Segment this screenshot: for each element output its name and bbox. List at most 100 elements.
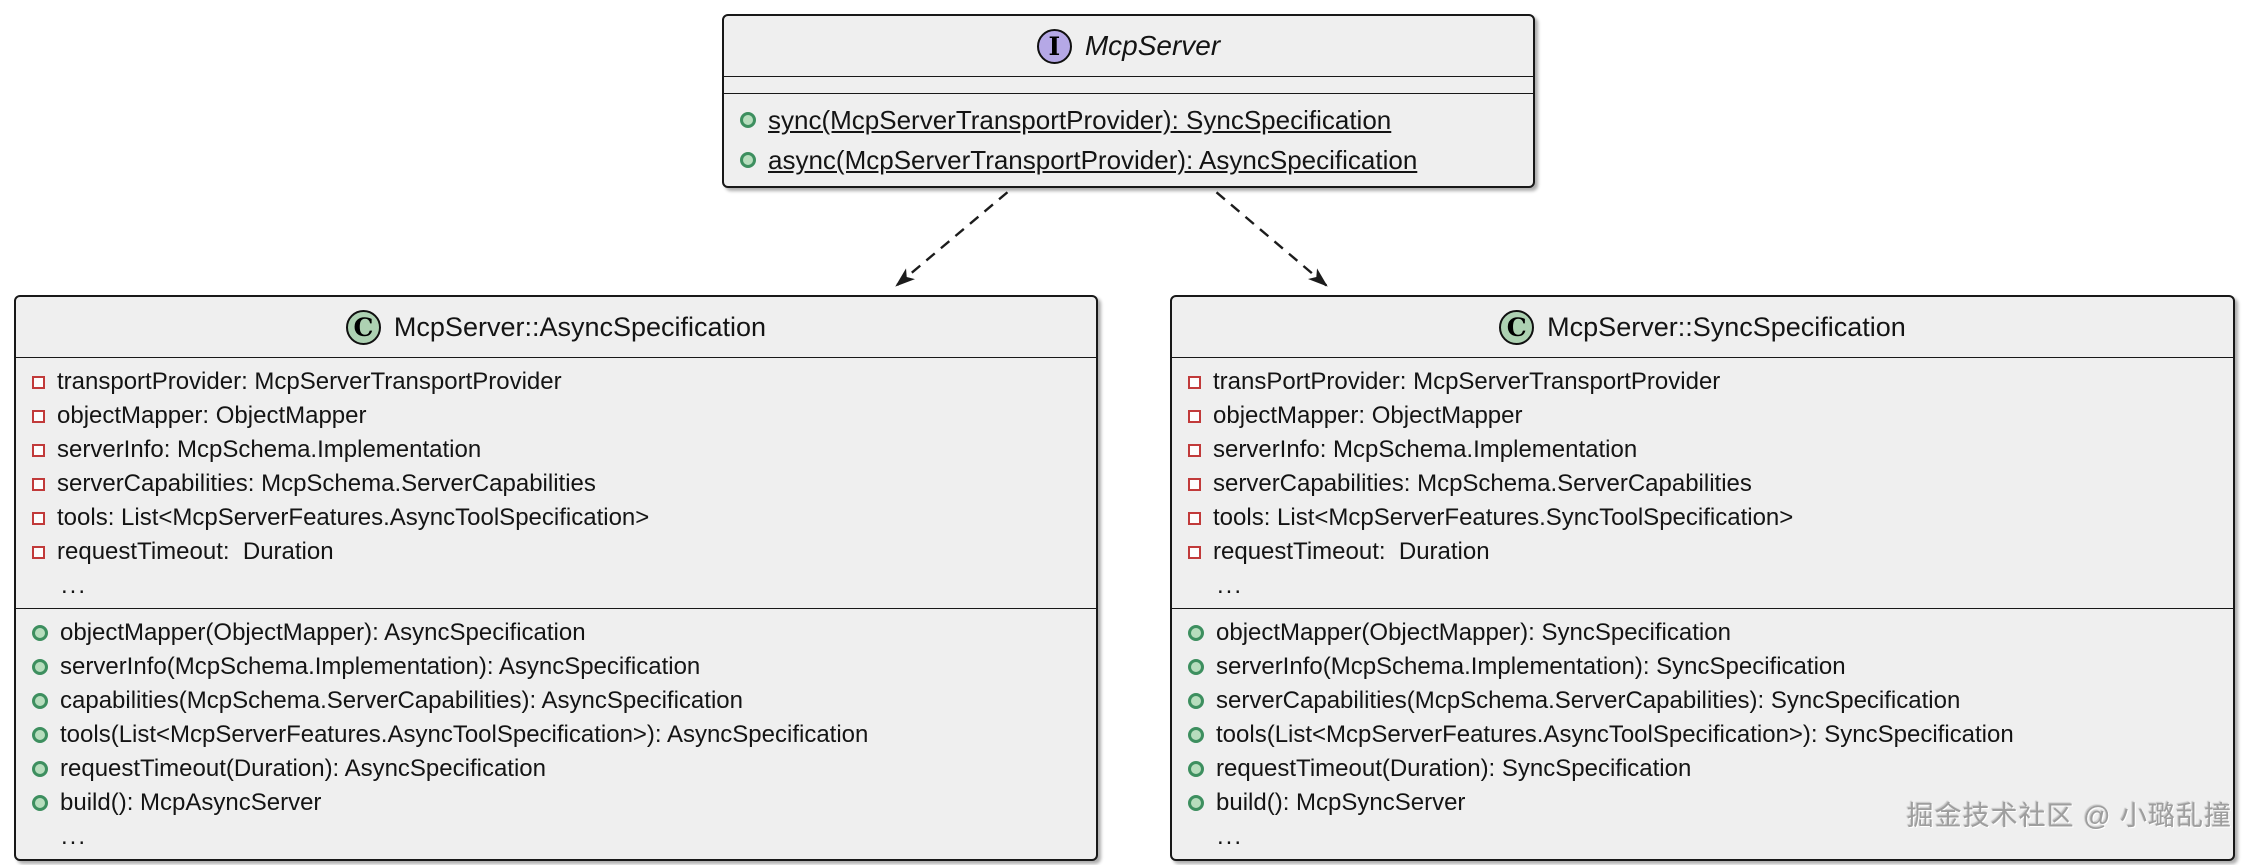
- method-signature: tools(List<McpServerFeatures.AsyncToolSp…: [60, 721, 869, 748]
- method-signature: capabilities(McpSchema.ServerCapabilitie…: [60, 687, 743, 714]
- public-method-icon: [32, 761, 48, 777]
- method-signature: objectMapper(ObjectMapper): AsyncSpecifi…: [60, 619, 586, 646]
- field-row: tools: List<McpServerFeatures.AsyncToolS…: [16, 501, 1096, 535]
- class-title: McpServer::AsyncSpecification: [393, 311, 767, 342]
- method-row: build(): McpSyncServer: [1172, 786, 2233, 820]
- private-field-icon: [1188, 511, 1201, 525]
- class-asyncspecification-box: C McpServer::AsyncSpecification transpor…: [14, 295, 1098, 861]
- field-signature: objectMapper: ObjectMapper: [57, 402, 367, 429]
- dependency-arrow-to-sync: [1201, 179, 1328, 287]
- method-signature: serverCapabilities(McpSchema.ServerCapab…: [1216, 687, 1961, 714]
- public-method-icon: [1188, 761, 1204, 777]
- field-row: serverCapabilities: McpSchema.ServerCapa…: [1172, 467, 2233, 501]
- method-row: requestTimeout(Duration): AsyncSpecifica…: [16, 752, 1096, 786]
- field-row: requestTimeout: Duration: [1172, 535, 2233, 569]
- method-signature: build(): McpSyncServer: [1216, 789, 1466, 816]
- field-signature: requestTimeout: Duration: [1213, 538, 1490, 565]
- dependency-arrow-to-async: [895, 179, 1023, 287]
- private-field-icon: [1188, 477, 1201, 491]
- field-signature: serverCapabilities: McpSchema.ServerCapa…: [1213, 470, 1752, 497]
- class-methods-compartment: objectMapper(ObjectMapper): AsyncSpecifi…: [16, 608, 1096, 859]
- method-row: tools(List<McpServerFeatures.AsyncToolSp…: [1172, 718, 2233, 752]
- interface-mcpserver-box: I McpServer sync(McpServerTransportProvi…: [722, 14, 1535, 188]
- private-field-icon: [1188, 545, 1201, 559]
- method-signature: requestTimeout(Duration): AsyncSpecifica…: [60, 755, 546, 782]
- interface-icon: I: [1036, 28, 1072, 64]
- interface-methods-compartment: sync(McpServerTransportProvider): SyncSp…: [724, 93, 1533, 186]
- method-row: objectMapper(ObjectMapper): AsyncSpecifi…: [16, 616, 1096, 650]
- method-row: sync(McpServerTransportProvider): SyncSp…: [724, 100, 1533, 140]
- method-row: serverInfo(McpSchema.Implementation): Sy…: [1172, 650, 2233, 684]
- private-field-icon: [32, 375, 45, 389]
- field-signature: tools: List<McpServerFeatures.SyncToolSp…: [1213, 504, 1794, 531]
- method-row: requestTimeout(Duration): SyncSpecificat…: [1172, 752, 2233, 786]
- field-signature: transPortProvider: McpServerTransportPro…: [1213, 368, 1721, 395]
- class-fields-compartment: transPortProvider: McpServerTransportPro…: [1172, 357, 2233, 608]
- class-icon: C: [345, 309, 381, 345]
- public-method-icon: [1188, 625, 1204, 641]
- public-method-icon: [32, 693, 48, 709]
- private-field-icon: [32, 477, 45, 491]
- method-signature: serverInfo(McpSchema.Implementation): As…: [60, 653, 701, 680]
- method-signature: requestTimeout(Duration): SyncSpecificat…: [1216, 755, 1692, 782]
- field-signature: objectMapper: ObjectMapper: [1213, 402, 1523, 429]
- public-method-icon: [32, 727, 48, 743]
- method-row: tools(List<McpServerFeatures.AsyncToolSp…: [16, 718, 1096, 752]
- fields-ellipsis: ...: [61, 572, 88, 599]
- private-field-icon: [1188, 375, 1201, 389]
- private-field-icon: [1188, 443, 1201, 457]
- class-header: C McpServer::AsyncSpecification: [16, 297, 1096, 357]
- method-row: async(McpServerTransportProvider): Async…: [724, 140, 1533, 180]
- field-row: serverCapabilities: McpSchema.ServerCapa…: [16, 467, 1096, 501]
- field-signature: serverCapabilities: McpSchema.ServerCapa…: [57, 470, 596, 497]
- field-signature: serverInfo: McpSchema.Implementation: [1213, 436, 1638, 463]
- method-row: serverInfo(McpSchema.Implementation): As…: [16, 650, 1096, 684]
- methods-ellipsis: ...: [61, 823, 88, 850]
- private-field-icon: [32, 511, 45, 525]
- private-field-icon: [1188, 409, 1201, 423]
- class-fields-compartment: transportProvider: McpServerTransportPro…: [16, 357, 1096, 608]
- public-method-icon: [1188, 795, 1204, 811]
- method-row: build(): McpAsyncServer: [16, 786, 1096, 820]
- method-signature: sync(McpServerTransportProvider): SyncSp…: [768, 105, 1392, 135]
- field-row: objectMapper: ObjectMapper: [1172, 399, 2233, 433]
- field-row: requestTimeout: Duration: [16, 535, 1096, 569]
- class-icon: C: [1499, 309, 1535, 345]
- field-row: serverInfo: McpSchema.Implementation: [1172, 433, 2233, 467]
- field-signature: requestTimeout: Duration: [57, 538, 334, 565]
- public-method-icon: [1188, 727, 1204, 743]
- field-row: transportProvider: McpServerTransportPro…: [16, 365, 1096, 399]
- class-header: C McpServer::SyncSpecification: [1172, 297, 2233, 357]
- fields-ellipsis: ...: [1217, 572, 1244, 599]
- public-method-icon: [740, 152, 756, 168]
- public-method-icon: [32, 795, 48, 811]
- field-signature: serverInfo: McpSchema.Implementation: [57, 436, 482, 463]
- interface-header: I McpServer: [724, 16, 1533, 76]
- field-signature: tools: List<McpServerFeatures.AsyncToolS…: [57, 504, 650, 531]
- method-row: serverCapabilities(McpSchema.ServerCapab…: [1172, 684, 2233, 718]
- field-row: serverInfo: McpSchema.Implementation: [16, 433, 1096, 467]
- method-signature: build(): McpAsyncServer: [60, 789, 322, 816]
- public-method-icon: [1188, 693, 1204, 709]
- interface-fields-compartment: [724, 76, 1533, 93]
- method-row: capabilities(McpSchema.ServerCapabilitie…: [16, 684, 1096, 718]
- class-title: McpServer::SyncSpecification: [1547, 311, 1906, 342]
- public-method-icon: [32, 659, 48, 675]
- public-method-icon: [1188, 659, 1204, 675]
- field-row: transPortProvider: McpServerTransportPro…: [1172, 365, 2233, 399]
- watermark-text: 掘金技术社区 @ 小璐乱撞: [1906, 801, 2232, 831]
- class-syncspecification-box: C McpServer::SyncSpecification transPort…: [1170, 295, 2235, 861]
- method-row: objectMapper(ObjectMapper): SyncSpecific…: [1172, 616, 2233, 650]
- interface-title: McpServer: [1084, 30, 1221, 61]
- private-field-icon: [32, 409, 45, 423]
- method-signature: tools(List<McpServerFeatures.AsyncToolSp…: [1216, 721, 2014, 748]
- public-method-icon: [32, 625, 48, 641]
- public-method-icon: [740, 112, 756, 128]
- field-row: tools: List<McpServerFeatures.SyncToolSp…: [1172, 501, 2233, 535]
- method-signature: async(McpServerTransportProvider): Async…: [768, 145, 1418, 175]
- method-signature: serverInfo(McpSchema.Implementation): Sy…: [1216, 653, 1846, 680]
- method-signature: objectMapper(ObjectMapper): SyncSpecific…: [1216, 619, 1731, 646]
- private-field-icon: [32, 545, 45, 559]
- class-methods-compartment: objectMapper(ObjectMapper): SyncSpecific…: [1172, 608, 2233, 859]
